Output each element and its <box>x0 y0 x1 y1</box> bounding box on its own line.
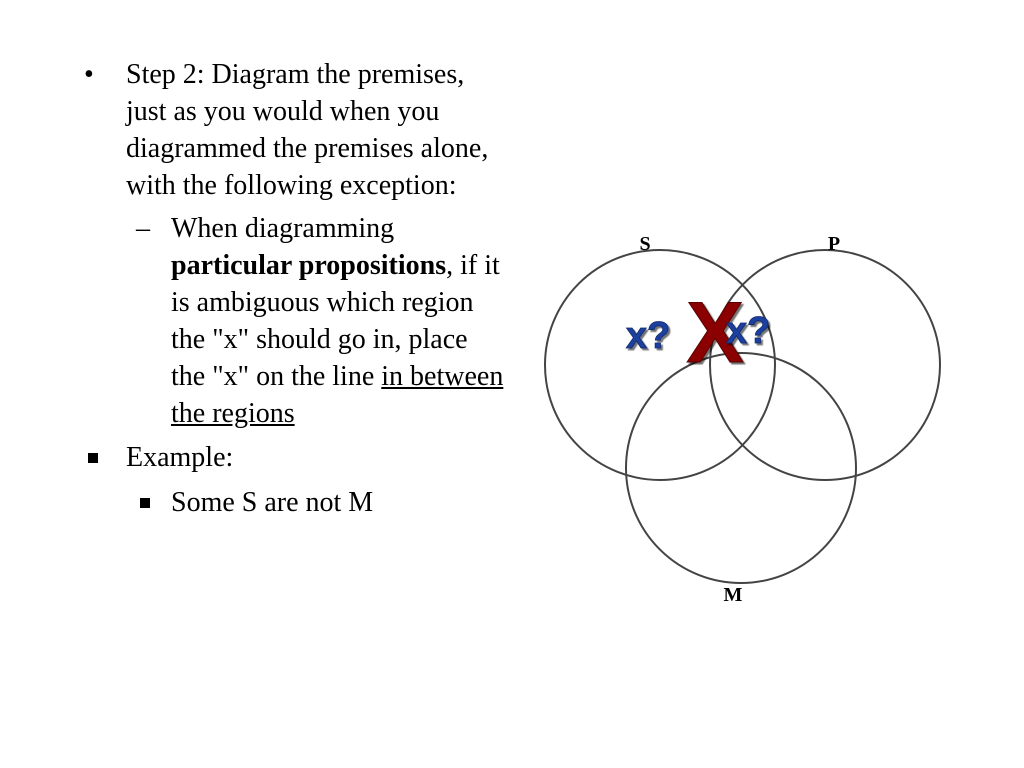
square-bullet-icon <box>136 484 160 521</box>
sub-bullet-example: Some S are not M <box>84 484 504 521</box>
circle-s <box>544 249 776 481</box>
bullet-list: • Step 2: Diagram the premises, just as … <box>84 56 504 521</box>
sub-bullet-example-text: Some S are not M <box>171 487 374 518</box>
sub-bullet-text-start: When diagramming <box>171 213 395 244</box>
square-bullet-icon <box>84 439 108 476</box>
bullet-example: Example: <box>84 439 504 476</box>
bullet-step-2: • Step 2: Diagram the premises, just as … <box>84 56 504 204</box>
bullet-example-text: Example: <box>126 442 234 473</box>
label-p: P <box>828 233 840 255</box>
bullet-step-2-text: Step 2: Diagram the premises, just as yo… <box>126 59 489 201</box>
sub-bullet-text-middle: , if it is ambiguous which region the "x… <box>171 250 500 392</box>
underlined-phrase: in between the regions <box>171 361 504 429</box>
circle-p <box>709 249 941 481</box>
circle-m <box>625 352 857 584</box>
bold-phrase: particular propositions <box>171 250 447 281</box>
label-m: M <box>724 584 743 606</box>
bullet-marker: • <box>84 59 94 90</box>
x-question-mark-right: x? <box>726 310 770 352</box>
sub-bullet-particular: – When diagramming particular propositio… <box>84 210 504 432</box>
venn-diagram: S P M X x? x? <box>544 233 941 606</box>
x-mark: X <box>686 285 743 381</box>
dash-marker: – <box>136 213 150 244</box>
x-question-mark-left: x? <box>626 315 670 357</box>
label-s: S <box>639 233 650 255</box>
